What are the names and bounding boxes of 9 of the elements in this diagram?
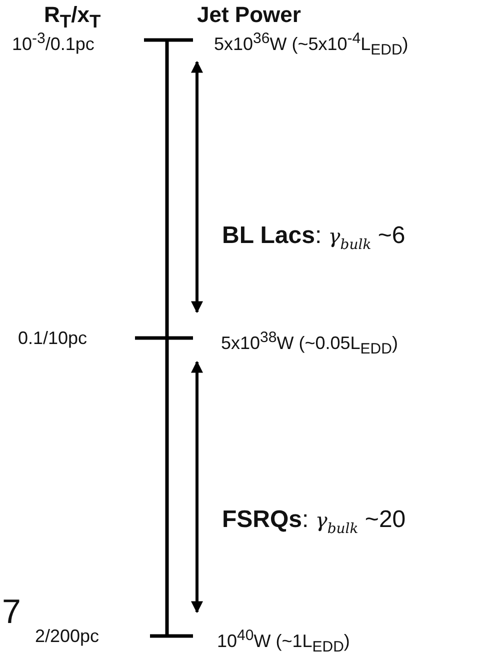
class-label: BL Lacs: γ$_{bulk}$ ~6 — [222, 222, 406, 255]
power-label: 5x10$^{36}$W (~5x10$^{-4}$L$_{EDD}$) — [214, 29, 408, 61]
power-label: 10$^{40}$W (~1L$_{EDD}$) — [217, 626, 350, 658]
text-fragment: 7 — [2, 594, 21, 630]
scale-label: 2/200pc — [35, 625, 100, 647]
scale-label: 0.1/10pc — [18, 327, 88, 349]
class-label: FSRQs: γ$_{bulk}$ ~20 — [222, 506, 406, 539]
axis-heading: Jet Power — [197, 4, 301, 26]
power-label: 5x10$^{38}$W (~0.05L$_{EDD}$) — [221, 328, 398, 360]
